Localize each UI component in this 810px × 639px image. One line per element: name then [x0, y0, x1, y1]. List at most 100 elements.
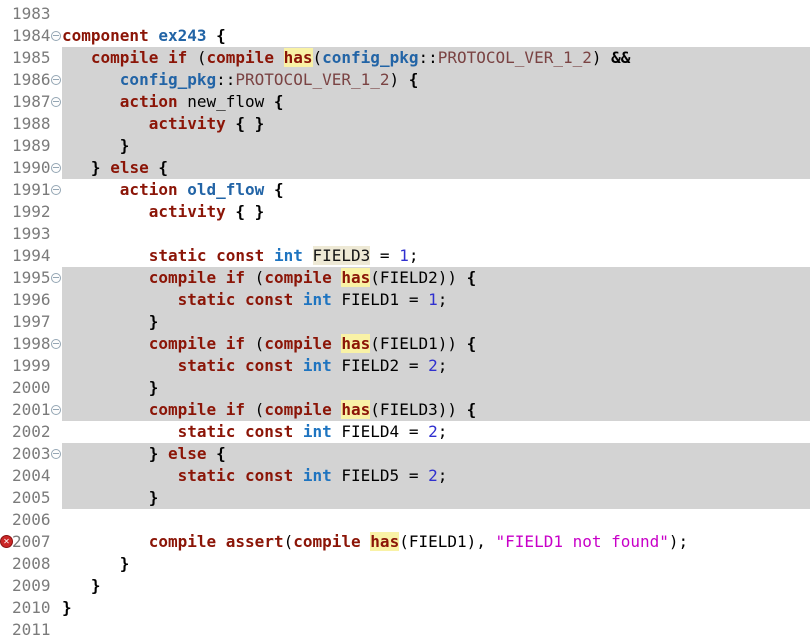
- line-number: 2002: [12, 422, 51, 441]
- code-line[interactable]: 1989 }: [0, 135, 810, 157]
- code-text: action new_flow {: [62, 91, 810, 113]
- token-const: PROTOCOL_VER_1_2: [437, 48, 592, 67]
- fold-column: [48, 47, 62, 69]
- annotation-column: [0, 311, 12, 333]
- code-line[interactable]: ✕2007 compile assert(compile has(FIELD1)…: [0, 531, 810, 553]
- token-has: has: [341, 268, 371, 287]
- token-txt: ;: [437, 356, 448, 375]
- token-txt: FIELD5 =: [331, 466, 429, 485]
- fold-collapse-icon[interactable]: [51, 405, 61, 415]
- token-txt: new_flow: [177, 92, 274, 111]
- annotation-column: [0, 553, 12, 575]
- fold-cell: [48, 179, 62, 201]
- fold-collapse-icon[interactable]: [51, 75, 61, 85]
- fold-collapse-icon[interactable]: [51, 163, 61, 173]
- token-kw: compile: [148, 268, 217, 287]
- fold-collapse-icon[interactable]: [51, 185, 61, 195]
- line-number: 2009: [12, 576, 51, 595]
- fold-collapse-icon[interactable]: [51, 339, 61, 349]
- token-txt: [62, 114, 149, 133]
- token-txt: FIELD1 =: [331, 290, 429, 309]
- code-text: compile if (compile has(FIELD1)) {: [62, 333, 810, 355]
- token-brace: {: [216, 444, 226, 463]
- code-line[interactable]: 1998 compile if (compile has(FIELD1)) {: [0, 333, 810, 355]
- token-num: 1: [399, 246, 409, 265]
- code-text: [62, 619, 810, 639]
- token-txt: ::: [216, 70, 236, 89]
- token-kw: const: [245, 422, 294, 441]
- token-brace: {: [273, 180, 284, 199]
- token-id: config_pkg: [322, 48, 419, 67]
- code-line[interactable]: 1983: [0, 3, 810, 25]
- code-line[interactable]: 1993: [0, 223, 810, 245]
- token-txt: (: [245, 334, 265, 353]
- code-line[interactable]: 1992 activity { }: [0, 201, 810, 223]
- code-line[interactable]: 1990 } else {: [0, 157, 810, 179]
- token-txt: [62, 312, 149, 331]
- code-line[interactable]: 2008 }: [0, 553, 810, 575]
- fold-column: [48, 3, 62, 25]
- token-txt: [62, 268, 149, 287]
- code-line[interactable]: 1997 }: [0, 311, 810, 333]
- fold-column: [48, 597, 62, 619]
- token-txt: [149, 158, 159, 177]
- code-line[interactable]: 1988 activity { }: [0, 113, 810, 135]
- code-line[interactable]: 2006: [0, 509, 810, 531]
- token-txt: [62, 70, 120, 89]
- code-line[interactable]: 1987 action new_flow {: [0, 91, 810, 113]
- token-txt: (: [245, 268, 265, 287]
- token-type: int: [302, 422, 332, 441]
- annotation-column: [0, 597, 12, 619]
- fold-collapse-icon[interactable]: [51, 273, 61, 283]
- code-line[interactable]: 2011: [0, 619, 810, 639]
- line-number: 1989: [12, 136, 51, 155]
- code-line[interactable]: 2002 static const int FIELD4 = 2;: [0, 421, 810, 443]
- token-txt: [62, 488, 149, 507]
- token-txt: [303, 246, 313, 265]
- code-line[interactable]: 1996 static const int FIELD1 = 1;: [0, 289, 810, 311]
- token-brace: }: [148, 488, 159, 507]
- line-number: 2010: [12, 598, 51, 617]
- token-has: has: [341, 334, 371, 353]
- code-line[interactable]: 2010}: [0, 597, 810, 619]
- code-line[interactable]: 2000 }: [0, 377, 810, 399]
- token-txt: [62, 422, 178, 441]
- token-kw: if: [225, 268, 246, 287]
- token-txt: FIELD2 =: [331, 356, 429, 375]
- annotation-column: [0, 619, 12, 639]
- code-line[interactable]: 1985 compile if (compile has(config_pkg:…: [0, 47, 810, 69]
- code-line[interactable]: 1986 config_pkg::PROTOCOL_VER_1_2) {: [0, 69, 810, 91]
- code-line[interactable]: 1994 static const int FIELD3 = 1;: [0, 245, 810, 267]
- annotation-column: [0, 421, 12, 443]
- token-txt: [226, 114, 236, 133]
- code-text: action old_flow {: [62, 179, 810, 201]
- error-icon[interactable]: ✕: [0, 535, 13, 548]
- token-kw: const: [245, 356, 294, 375]
- annotation-column: [0, 487, 12, 509]
- token-type: int: [302, 356, 332, 375]
- token-txt: [62, 400, 149, 419]
- token-str: "FIELD1 not found": [495, 532, 669, 551]
- fold-collapse-icon[interactable]: [51, 97, 61, 107]
- fold-collapse-icon[interactable]: [51, 31, 61, 41]
- code-line[interactable]: 2003 } else {: [0, 443, 810, 465]
- token-txt: [62, 554, 120, 573]
- line-number: 2005: [12, 488, 51, 507]
- code-line[interactable]: 2004 static const int FIELD5 = 2;: [0, 465, 810, 487]
- code-line[interactable]: 2001 compile if (compile has(FIELD3)) {: [0, 399, 810, 421]
- token-txt: ): [591, 48, 612, 67]
- token-brace: }: [90, 576, 101, 595]
- annotation-column: [0, 179, 12, 201]
- line-number: 1987: [12, 92, 51, 111]
- line-number: 1997: [12, 312, 51, 331]
- line-number: 1985: [12, 48, 51, 67]
- code-line[interactable]: 1995 compile if (compile has(FIELD2)) {: [0, 267, 810, 289]
- code-line[interactable]: 2009 }: [0, 575, 810, 597]
- fold-collapse-icon[interactable]: [51, 449, 61, 459]
- code-line[interactable]: 1991 action old_flow {: [0, 179, 810, 201]
- line-number: 2001: [12, 400, 51, 419]
- code-line[interactable]: 2005 }: [0, 487, 810, 509]
- code-line[interactable]: 1999 static const int FIELD2 = 2;: [0, 355, 810, 377]
